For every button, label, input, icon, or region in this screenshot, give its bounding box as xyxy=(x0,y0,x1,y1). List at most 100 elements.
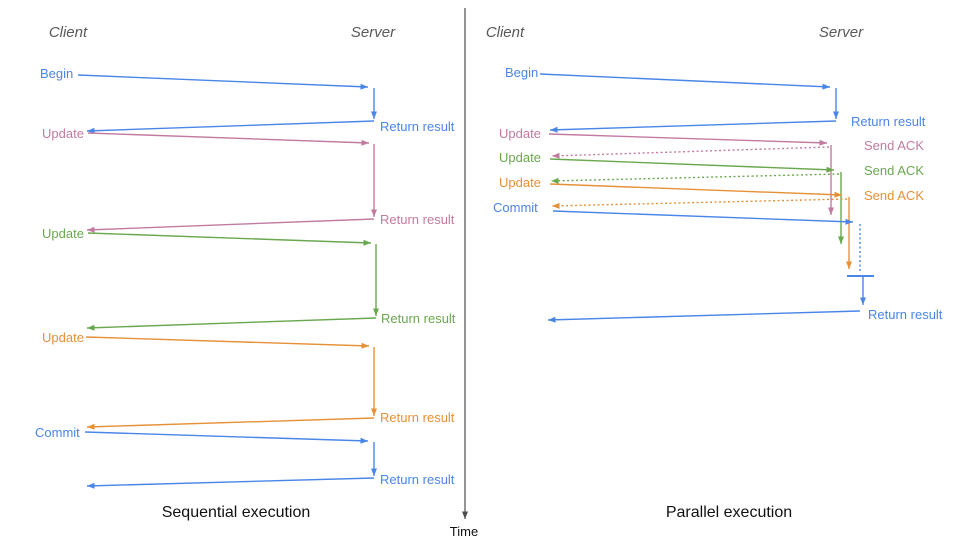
final-return-label: Return result xyxy=(868,307,943,322)
commit-processing-line xyxy=(371,442,377,476)
update2-return-label: Return result xyxy=(381,311,456,326)
update1-processing-line xyxy=(828,145,834,215)
update1-ack-label: Send ACK xyxy=(864,138,924,153)
begin-label: Begin xyxy=(40,66,73,81)
commit-processing-line xyxy=(860,277,866,305)
update1-label: Update xyxy=(42,126,84,141)
arrowhead xyxy=(552,202,560,209)
arrowhead xyxy=(361,139,369,146)
update1-request-arrow xyxy=(548,133,828,146)
update2-ack-arrow xyxy=(550,173,840,182)
update2-ack-label: Send ACK xyxy=(864,163,924,178)
arrowhead xyxy=(360,437,368,444)
arrowhead xyxy=(87,127,95,134)
arrowhead xyxy=(819,139,827,146)
arrowhead xyxy=(860,297,866,305)
update1-return-arrow xyxy=(86,218,375,233)
time-axis-line xyxy=(462,8,468,519)
update1-request-arrow xyxy=(548,133,828,144)
update1-return-arrow xyxy=(86,218,375,231)
begin-processing-line xyxy=(371,88,377,119)
commit-request-arrow xyxy=(552,210,854,223)
begin-request-arrow xyxy=(77,74,369,88)
arrowhead xyxy=(550,126,558,133)
arrowhead xyxy=(552,152,560,159)
update2-return-label: Return result xyxy=(381,311,456,326)
final-return-arrow xyxy=(547,310,861,321)
arrowhead xyxy=(828,207,834,215)
commit-label: Commit xyxy=(493,200,538,215)
update3-request-arrow xyxy=(85,336,370,347)
update3-request-arrow xyxy=(549,183,843,198)
commit-label: Commit xyxy=(35,425,80,440)
parallel-execution-caption: Parallel execution xyxy=(665,504,793,521)
arrowhead xyxy=(87,324,95,331)
begin-return-arrow xyxy=(549,120,837,133)
begin-return-label: Return result xyxy=(851,114,926,129)
update3-request-arrow xyxy=(85,336,370,349)
begin-request-arrow xyxy=(539,73,831,88)
update2-request-arrow xyxy=(87,232,372,246)
update3-ack-label: Send ACK xyxy=(864,188,924,203)
arrowhead xyxy=(373,308,379,316)
update1-label: Update xyxy=(499,126,541,141)
commit-return-label: Return result xyxy=(380,472,455,487)
arrowhead xyxy=(845,218,853,225)
time-axis-label: Time xyxy=(449,524,479,539)
update2-ack-arrow xyxy=(550,173,840,184)
final-return-arrow xyxy=(547,310,861,323)
update3-processing-line xyxy=(846,197,852,269)
begin-return-arrow xyxy=(86,120,375,132)
update1-processing-line xyxy=(371,144,377,217)
commit-request-arrow xyxy=(84,431,369,444)
arrowhead xyxy=(371,111,377,119)
commit-label: Commit xyxy=(493,200,538,215)
arrowhead xyxy=(87,423,95,430)
arrowhead xyxy=(834,191,842,198)
update3-ack-arrow xyxy=(551,198,848,209)
commit-return-arrow xyxy=(86,477,375,487)
update2-label: Update xyxy=(42,226,84,241)
update3-return-label: Return result xyxy=(380,410,455,425)
update2-ack-label: Send ACK xyxy=(864,163,924,178)
begin-return-arrow xyxy=(86,120,375,134)
begin-return-label: Return result xyxy=(851,114,926,129)
update1-label: Update xyxy=(499,126,541,141)
begin-return-label: Return result xyxy=(380,119,455,134)
update1-return-label: Return result xyxy=(380,212,455,227)
update3-processing-line xyxy=(371,347,377,416)
update2-return-arrow xyxy=(86,317,377,331)
begin-request-arrow xyxy=(539,73,831,90)
update3-request-arrow xyxy=(549,183,843,196)
update2-return-arrow xyxy=(86,317,377,329)
update3-return-label: Return result xyxy=(380,410,455,425)
update1-request-arrow xyxy=(87,132,370,146)
begin-return-arrow xyxy=(549,120,837,131)
commit-request-arrow xyxy=(552,210,854,225)
commit-return-label: Return result xyxy=(380,472,455,487)
update1-return-label: Return result xyxy=(380,212,455,227)
arrowhead xyxy=(87,482,95,489)
arrowhead xyxy=(371,468,377,476)
commit-request-arrow xyxy=(84,431,369,442)
left-client-header: Client xyxy=(48,24,88,41)
update2-processing-line xyxy=(373,244,379,316)
update3-return-arrow xyxy=(86,417,375,428)
update2-request-arrow xyxy=(87,232,372,244)
update2-request-arrow xyxy=(549,158,835,171)
update1-ack-arrow xyxy=(551,146,830,157)
arrowhead xyxy=(846,261,852,269)
arrowhead xyxy=(371,408,377,416)
arrowhead xyxy=(361,342,369,349)
sequential-execution-caption: Sequential execution xyxy=(161,504,311,521)
update3-label: Update xyxy=(42,330,84,345)
begin-label: Begin xyxy=(505,65,538,80)
begin-request-arrow xyxy=(77,74,369,90)
begin-label: Begin xyxy=(505,65,538,80)
arrowhead xyxy=(833,111,839,119)
update2-label: Update xyxy=(42,226,84,241)
update3-ack-label: Send ACK xyxy=(864,188,924,203)
update2-request-arrow xyxy=(549,158,835,173)
